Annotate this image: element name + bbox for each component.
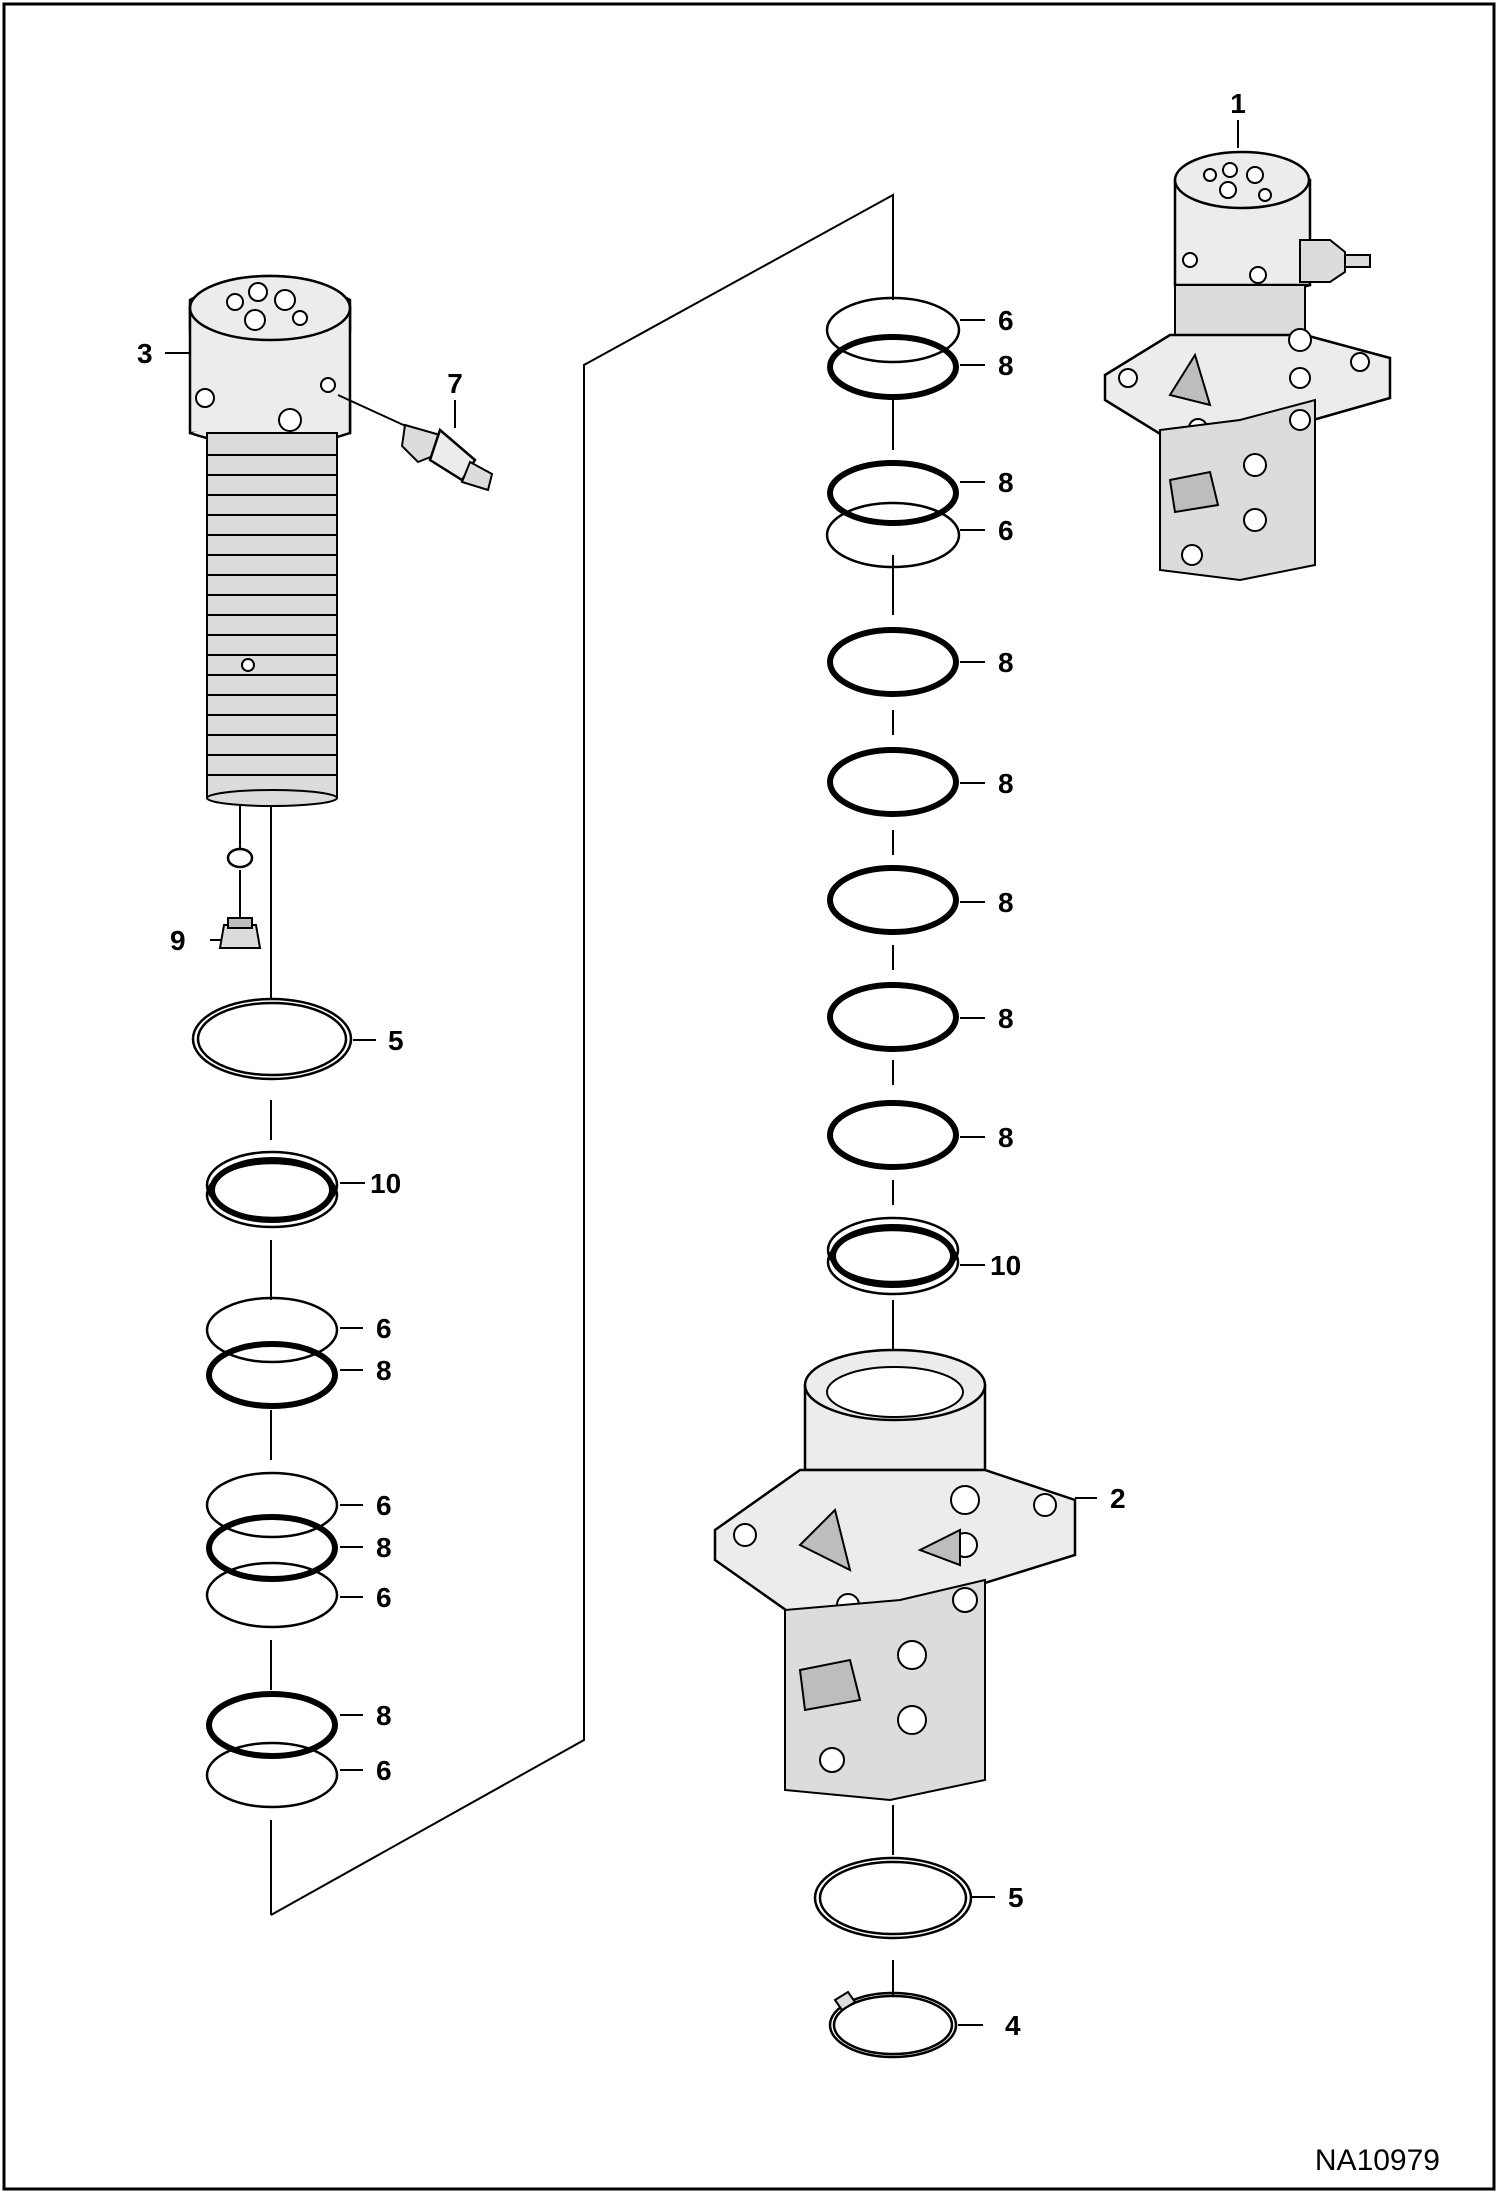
callout-8-right-4: 8 bbox=[998, 768, 1014, 799]
callout-10-left: 10 bbox=[370, 1168, 401, 1199]
assembled-swivel-part-1 bbox=[1103, 150, 1392, 582]
callout-8-left-1: 8 bbox=[376, 1355, 392, 1386]
callout-8-right-6: 8 bbox=[998, 1003, 1014, 1034]
callout-1: 1 bbox=[1230, 88, 1246, 119]
callout-6-right-2: 6 bbox=[998, 515, 1014, 546]
leader-lines bbox=[165, 120, 1239, 2026]
right-ring-stack bbox=[813, 296, 973, 2059]
callout-8-left-2: 8 bbox=[376, 1532, 392, 1563]
callout-8-right-5: 8 bbox=[998, 887, 1014, 918]
callout-labels: 1 2 3 4 5 5 6 6 6 6 6 6 6 7 8 8 8 8 8 8 … bbox=[137, 88, 1246, 2041]
callout-6-left-1: 6 bbox=[376, 1313, 392, 1344]
callout-7: 7 bbox=[447, 368, 463, 399]
callout-3: 3 bbox=[137, 338, 153, 369]
callout-8-right-1: 8 bbox=[998, 350, 1014, 381]
callout-4: 4 bbox=[1005, 2010, 1021, 2041]
callout-10-right: 10 bbox=[990, 1250, 1021, 1281]
callout-6-left-3: 6 bbox=[376, 1582, 392, 1613]
callout-5-right: 5 bbox=[1008, 1882, 1024, 1913]
callout-5-left: 5 bbox=[388, 1025, 404, 1056]
callout-9: 9 bbox=[170, 925, 186, 956]
assembly-lines bbox=[239, 193, 894, 1995]
housing-part-2 bbox=[713, 1348, 1077, 1802]
reference-code: NA10979 bbox=[1315, 2144, 1440, 2177]
callout-8-right-7: 8 bbox=[998, 1122, 1014, 1153]
callout-6-left-4: 6 bbox=[376, 1755, 392, 1786]
spool-part-3 bbox=[188, 274, 352, 807]
callout-8-right-2: 8 bbox=[998, 467, 1014, 498]
callout-6-right-1: 6 bbox=[998, 305, 1014, 336]
callout-6-left-2: 6 bbox=[376, 1490, 392, 1521]
left-ring-stack bbox=[191, 997, 353, 1809]
callout-8-right-3: 8 bbox=[998, 647, 1014, 678]
callout-8-left-3: 8 bbox=[376, 1700, 392, 1731]
fitting-part-7 bbox=[337, 394, 494, 492]
callout-2: 2 bbox=[1110, 1483, 1126, 1514]
